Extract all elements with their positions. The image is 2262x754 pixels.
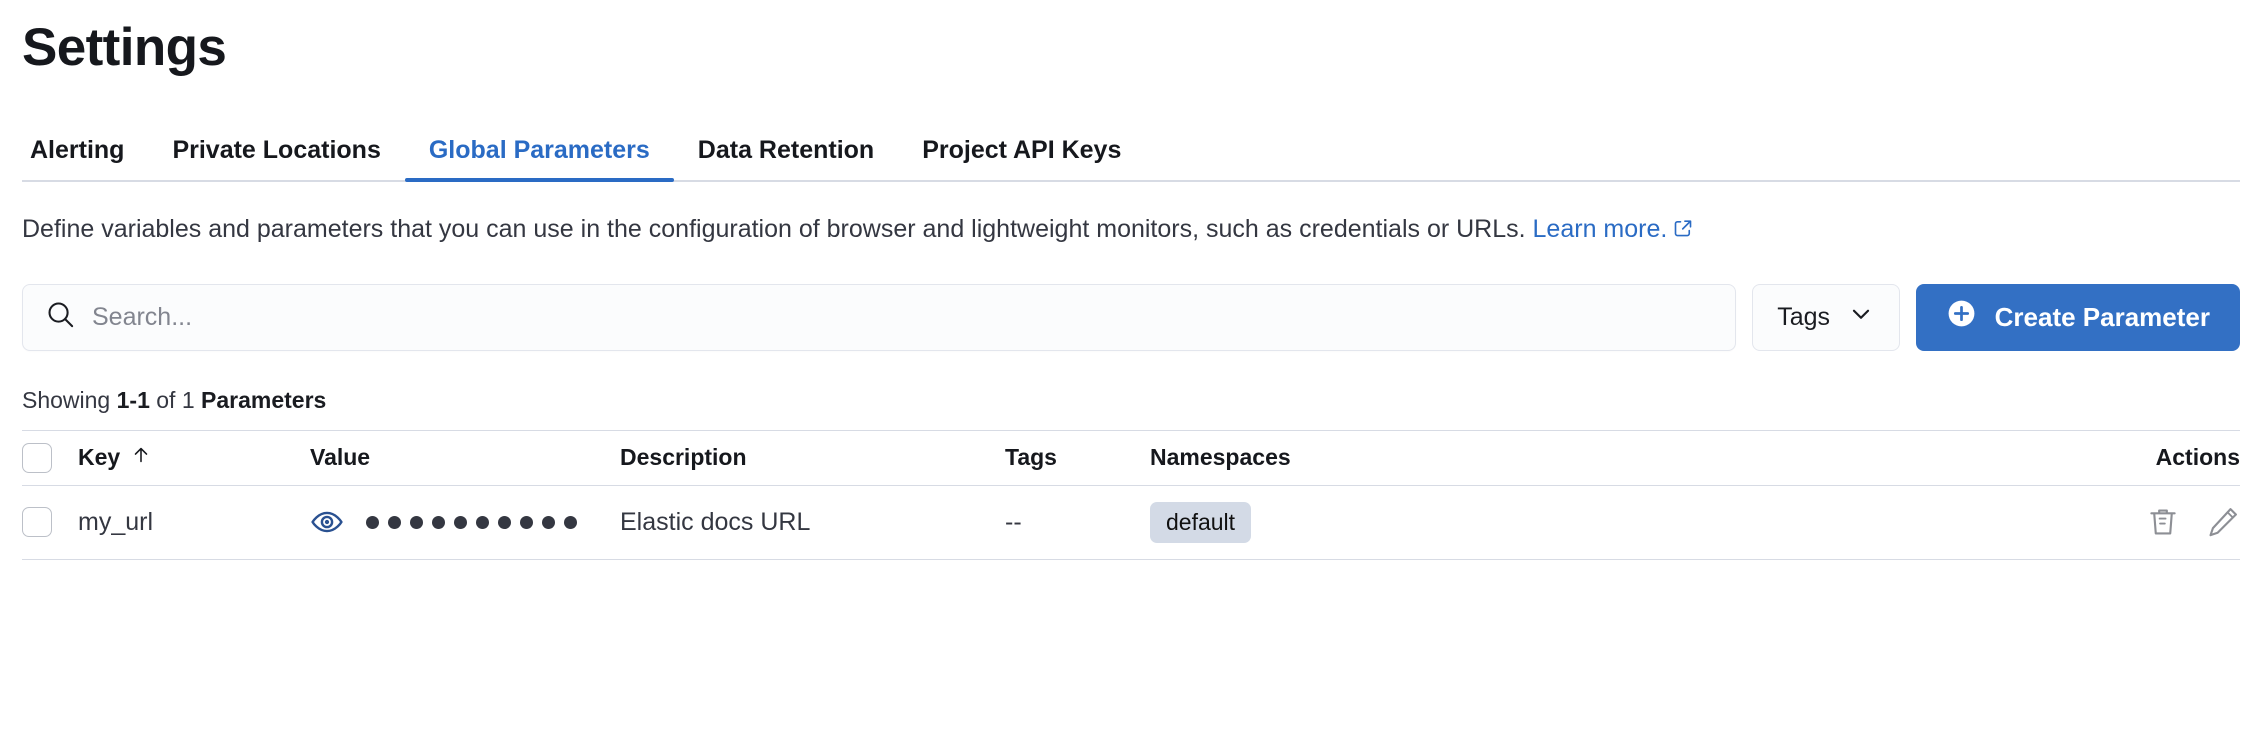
column-header-actions-label: Actions (2155, 444, 2240, 471)
row-select-checkbox[interactable] (22, 507, 52, 538)
table-header-row: Key Value Description Tags Namespaces (22, 429, 2240, 486)
column-header-key-label: Key (78, 444, 121, 471)
column-header-namespaces: Namespaces (1150, 444, 2110, 471)
cell-description: Elastic docs URL (620, 507, 811, 536)
table-row: my_url Elastic docs URL -- default (22, 486, 2240, 560)
arrow-up-icon (130, 444, 152, 472)
masked-value (366, 515, 577, 529)
cell-namespaces: default (1150, 502, 2110, 543)
showing-entity: Parameters (201, 386, 327, 413)
column-header-key[interactable]: Key (78, 444, 310, 472)
search-box[interactable] (22, 283, 1736, 351)
search-input[interactable] (92, 302, 1713, 332)
page-description: Define variables and parameters that you… (22, 212, 2240, 247)
showing-range: 1-1 (116, 386, 150, 413)
create-parameter-button[interactable]: Create Parameter (1915, 283, 2240, 351)
cell-key: my_url (78, 507, 154, 536)
cell-value (310, 505, 620, 539)
column-header-namespaces-label: Namespaces (1150, 444, 1291, 471)
namespace-badge: default (1150, 502, 1252, 543)
external-link-icon (1673, 213, 1693, 247)
search-icon (45, 299, 76, 335)
plus-circle-icon (1946, 298, 1977, 336)
settings-tabs: Alerting Private Locations Global Parame… (22, 120, 2240, 182)
row-select-cell (22, 507, 78, 538)
column-header-tags-label: Tags (1005, 444, 1057, 471)
trash-icon[interactable] (2146, 505, 2180, 539)
create-parameter-label: Create Parameter (1994, 301, 2210, 332)
learn-more-link[interactable]: Learn more. (1533, 215, 1694, 243)
learn-more-label: Learn more. (1532, 214, 1668, 243)
tags-filter-button[interactable]: Tags (1751, 283, 1900, 351)
select-all-checkbox[interactable] (22, 442, 52, 473)
tab-data-retention[interactable]: Data Retention (697, 135, 875, 164)
tab-private-locations[interactable]: Private Locations (172, 135, 381, 164)
toolbar: Tags Create Parameter (22, 283, 2240, 351)
column-header-description: Description (620, 444, 1005, 471)
showing-of: of 1 (149, 386, 202, 413)
column-header-value: Value (310, 444, 620, 471)
cell-tags: -- (1005, 507, 1022, 536)
column-header-tags: Tags (1005, 444, 1150, 471)
description-text: Define variables and parameters that you… (22, 214, 1533, 243)
results-count: Showing 1-1 of 1 Parameters (22, 387, 2240, 414)
tab-project-api-keys[interactable]: Project API Keys (922, 135, 1122, 164)
cell-actions (2110, 505, 2240, 539)
column-header-description-label: Description (620, 444, 747, 471)
select-all-cell (22, 442, 78, 473)
eye-icon[interactable] (310, 505, 344, 539)
chevron-down-icon (1848, 301, 1874, 334)
tab-alerting[interactable]: Alerting (30, 135, 125, 164)
tags-filter-label: Tags (1777, 302, 1831, 331)
tab-global-parameters[interactable]: Global Parameters (404, 137, 674, 182)
parameters-table: Key Value Description Tags Namespaces (22, 429, 2240, 560)
showing-prefix: Showing (22, 386, 117, 413)
column-header-value-label: Value (310, 444, 371, 471)
page-title: Settings (22, 18, 227, 77)
pencil-icon[interactable] (2206, 505, 2240, 539)
column-header-actions: Actions (2110, 444, 2240, 471)
